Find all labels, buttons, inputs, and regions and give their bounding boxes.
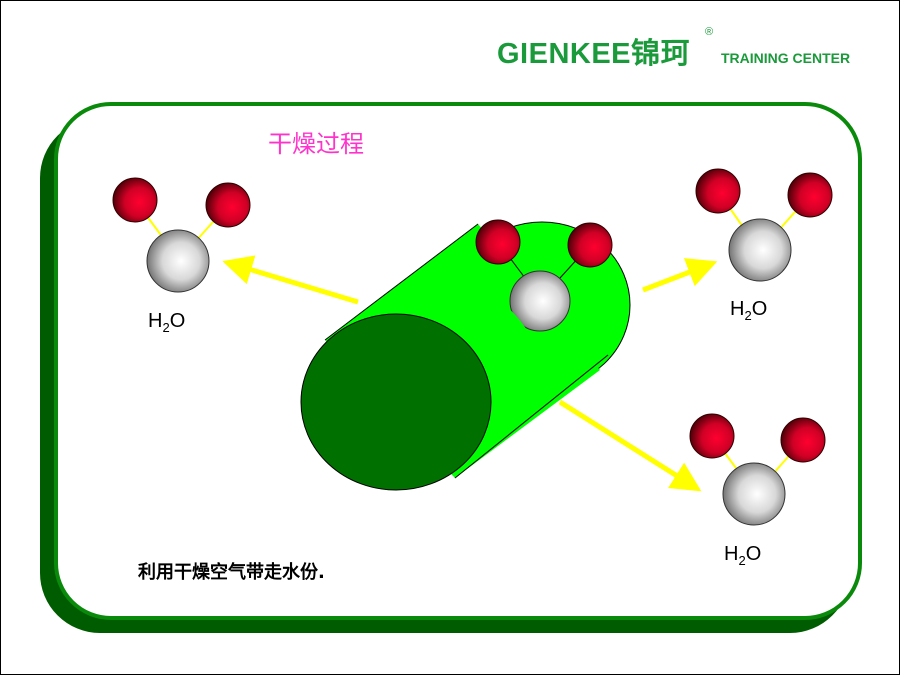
arrow-left: [222, 255, 359, 305]
o: O: [169, 310, 186, 332]
o: O: [745, 543, 762, 565]
logo: GIENKEE锦珂 ® TRAINING CENTER: [497, 26, 850, 72]
water-molecule-in-cylinder: [475, 219, 613, 335]
h2o-label-left: H2O: [148, 310, 185, 335]
o: O: [751, 298, 768, 320]
sub: 2: [162, 320, 170, 335]
h2o-label-bottom-right: H2O: [724, 543, 761, 568]
h: H: [148, 310, 163, 332]
sub: 2: [744, 308, 752, 323]
water-molecule-top-right: [695, 168, 833, 282]
h: H: [730, 298, 745, 320]
water-molecule-bottom-right: [689, 413, 826, 526]
arrow-upper-right: [642, 258, 718, 293]
h: H: [724, 543, 739, 565]
cylinder-front-face: [300, 313, 492, 491]
diagram-title: 干燥过程: [268, 130, 364, 158]
h2o-label-top-right: H2O: [730, 298, 767, 323]
caption: 利用干燥空气带走水份.: [138, 562, 325, 583]
logo-brand: GIENKEE锦珂: [497, 38, 691, 70]
water-molecule-top-left: [112, 177, 251, 293]
logo-registered: ®: [705, 26, 714, 38]
logo-subtitle: TRAINING CENTER: [721, 50, 851, 66]
arrow-lower-right: [558, 399, 702, 492]
sub: 2: [738, 553, 746, 568]
